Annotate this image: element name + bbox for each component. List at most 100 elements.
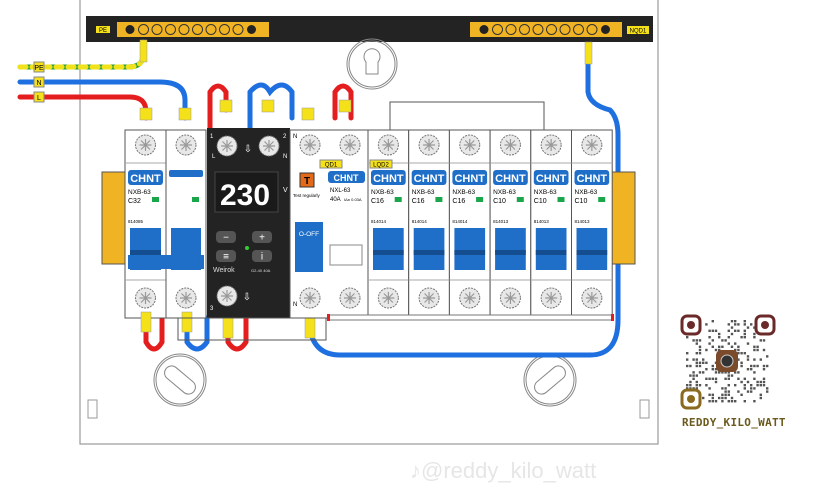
relay-brand: Weirok <box>213 267 235 274</box>
status-indicator <box>152 197 159 202</box>
display <box>214 171 279 213</box>
group-tag: LQD2 <box>373 163 389 169</box>
pe-bus-label-bg <box>96 26 110 33</box>
bus-screw-icon <box>178 24 190 35</box>
incoming-label-bg <box>33 91 45 103</box>
bus-hole <box>247 25 256 34</box>
screw-slot-icon <box>545 292 558 304</box>
bus-screw-icon <box>505 24 517 35</box>
terminal-3-label: 3 <box>210 306 214 312</box>
model-label: NXB-63 <box>452 189 475 196</box>
status-indicator <box>192 197 199 202</box>
bus-screw-icon <box>192 24 203 35</box>
bus-screw-icon <box>151 24 163 35</box>
rating-label: C16 <box>412 198 425 205</box>
ferrule <box>338 99 352 113</box>
mount-hole-top <box>346 38 398 90</box>
bus-screw-icon <box>219 24 230 35</box>
keyhole-icon <box>363 48 381 75</box>
info-button-label: i <box>261 252 263 263</box>
rcd-tag-bg <box>319 159 343 169</box>
bus-screw-icon <box>546 24 557 35</box>
wire-n-in <box>17 79 188 121</box>
brand-label: CHNT <box>495 173 526 185</box>
qr-handle: REDDY_KILO_WATT <box>682 416 786 429</box>
mount-hole-ring <box>348 40 396 88</box>
menu-button[interactable] <box>216 250 236 262</box>
rcd-n-label-bottom: N <box>293 302 297 308</box>
bus-screw-icon <box>586 24 598 35</box>
model-label: NXB-63 <box>128 189 151 196</box>
plus-button[interactable] <box>252 231 272 243</box>
toggle-ridge <box>576 250 608 255</box>
brand-plate <box>493 170 528 185</box>
test-button-label: T <box>304 176 310 187</box>
bus-screw-icon <box>492 24 503 35</box>
rcd-brand: CHNT <box>334 173 359 183</box>
slot-bl <box>164 365 196 395</box>
screw-slot-icon <box>382 292 395 304</box>
minus-button[interactable] <box>216 231 236 243</box>
brand-plate <box>411 170 447 185</box>
toggle-ridge <box>130 250 161 255</box>
comb-end-right <box>611 314 614 321</box>
wire-l-jumper-1 <box>207 83 229 133</box>
relay-body <box>207 128 290 318</box>
code-label: 814014 <box>371 219 387 224</box>
rcd-handle[interactable] <box>295 222 323 272</box>
brand-plate <box>371 170 406 185</box>
breaker-body <box>165 129 207 319</box>
info-button[interactable] <box>252 250 272 262</box>
screw-slot-icon <box>304 139 316 151</box>
screw-slot-icon <box>423 292 436 304</box>
code-label: 814013 <box>534 219 550 224</box>
test-button[interactable] <box>299 172 315 188</box>
code-label: 814085 <box>128 219 144 224</box>
rcd-tag: QD1 <box>325 163 338 169</box>
wire-n-loop <box>184 315 210 352</box>
screw-slot-icon <box>504 292 517 304</box>
breaker-toggle[interactable] <box>495 228 526 270</box>
breaker-toggle[interactable] <box>373 228 404 270</box>
bottom-bracket <box>177 317 327 341</box>
bus-screw-icon <box>205 24 217 35</box>
rcd-rating: 40A <box>330 197 341 203</box>
enclosure-slot-left <box>87 399 98 419</box>
status-indicator <box>516 197 524 202</box>
comb-busbar <box>327 314 613 321</box>
screw-slot-icon <box>344 292 356 304</box>
brand-plate <box>574 170 610 185</box>
test-regularly-label: Test regularly <box>293 193 321 198</box>
enclosure-slot-right <box>639 399 650 419</box>
brand-label: CHNT <box>577 173 608 185</box>
breaker-toggle[interactable] <box>454 228 486 270</box>
n-bus-label: NQD1 <box>630 29 647 35</box>
brand-label: CHNT <box>414 173 445 185</box>
status-indicator <box>394 197 402 202</box>
brand-plate <box>128 170 163 185</box>
screw-slot-icon <box>180 139 192 151</box>
wire-l-loop-2 <box>225 315 249 352</box>
brand-label: CHNT <box>373 173 404 185</box>
code-label: 814014 <box>452 219 468 224</box>
screw-slot-icon <box>263 140 275 152</box>
breaker-toggle[interactable] <box>576 228 608 270</box>
screw-slot-icon <box>221 290 233 302</box>
breaker-toggle[interactable] <box>535 228 567 270</box>
toggle-ridge <box>373 250 404 255</box>
menu-button-label: ≡ <box>223 252 229 263</box>
code-label: 814013 <box>493 219 509 224</box>
pe-bus-label: PE <box>99 28 107 34</box>
wire-l-jumper-2 <box>332 83 354 121</box>
breaker-toggle[interactable] <box>413 228 445 270</box>
main-breaker-pole-2[interactable] <box>128 129 207 319</box>
screw-slot-icon <box>545 139 558 151</box>
